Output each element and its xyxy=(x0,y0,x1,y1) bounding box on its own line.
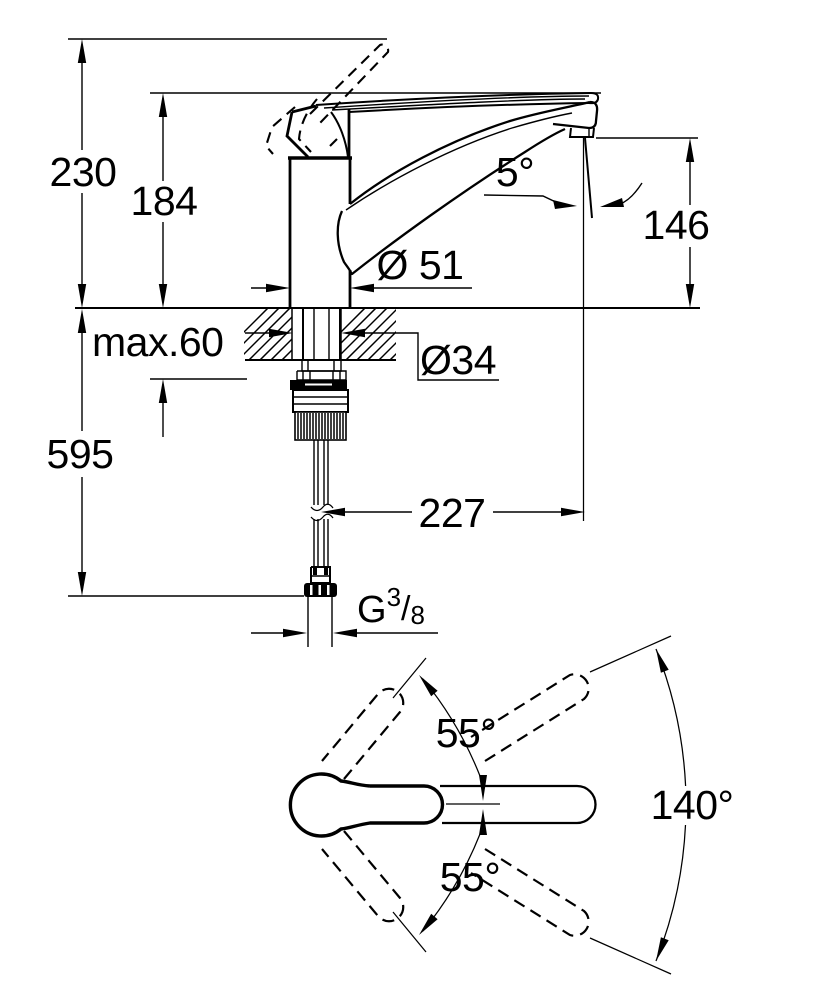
dim-184-label: 184 xyxy=(131,178,198,224)
dim-595: 595 xyxy=(47,309,114,596)
dim-230: 230 xyxy=(50,39,117,308)
dim-5deg: 5° xyxy=(483,149,643,209)
dim-184: 184 xyxy=(131,93,198,308)
dim-max60-label: max.60 xyxy=(92,319,223,365)
dim-d34: Ø34 xyxy=(245,328,499,383)
plan-view: 55° 55° 140° xyxy=(288,635,734,975)
dim-55deg-upper: 55° xyxy=(419,675,497,801)
faucet-body-outline xyxy=(285,92,600,307)
outlet-centerline-and-stream xyxy=(582,137,593,521)
dim-227-label: 227 xyxy=(419,490,486,536)
dim-595-label: 595 xyxy=(47,431,114,477)
dim-d51: Ø 51 xyxy=(251,242,472,293)
dim-g38-label: G3/8 xyxy=(357,582,425,631)
dim-g38: G3/8 xyxy=(251,582,438,638)
plan-swung-positions-dashed xyxy=(321,635,672,975)
dim-55deg-lower: 55° xyxy=(419,809,501,935)
dim-146-label: 146 xyxy=(643,202,710,248)
dim-146: 146 xyxy=(643,138,710,308)
side-view: 230 184 595 max.60 146 xyxy=(47,38,710,647)
spout-outline xyxy=(336,100,599,276)
dim-230-label: 230 xyxy=(50,149,117,195)
plan-handle-solid xyxy=(288,772,445,838)
mounting-shank-assembly xyxy=(290,308,349,647)
dim-227: 227 xyxy=(321,490,585,536)
dim-5deg-label: 5° xyxy=(496,149,534,195)
dim-55deg-lower-label: 55° xyxy=(440,854,501,900)
dim-55deg-upper-label: 55° xyxy=(436,710,497,756)
handle-raised-dashed-outline xyxy=(264,43,390,155)
dim-d51-label: Ø 51 xyxy=(377,242,464,288)
dim-140deg: 140° xyxy=(651,648,734,962)
dim-max60: max.60 xyxy=(92,319,224,437)
dim-d34-label: Ø34 xyxy=(420,337,496,383)
plan-spout-solid xyxy=(440,784,597,825)
dim-140deg-label: 140° xyxy=(651,782,734,828)
